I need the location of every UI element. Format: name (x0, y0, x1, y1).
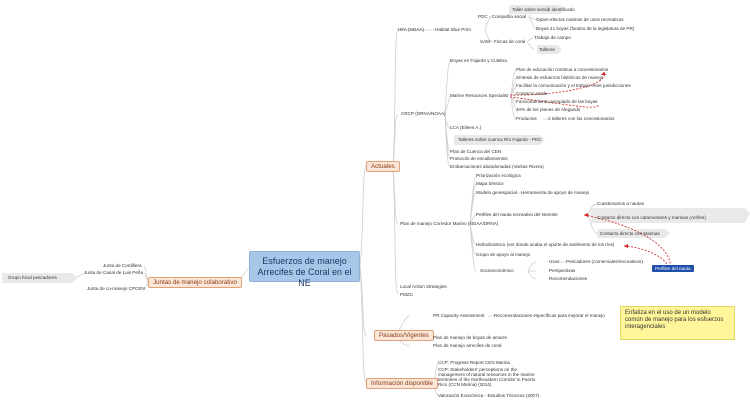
node-contacto-catamaranes[interactable]: Contacto directo con catamoranes y marin… (597, 215, 706, 220)
branch-actuales[interactable]: Actuales (366, 161, 400, 172)
node-usos[interactable]: Usos (549, 259, 560, 264)
node-hidrodinamico[interactable]: Hidrodinámico (ver donde acaba el aporte… (476, 242, 615, 247)
node-perspectivas[interactable]: Perspectivas (549, 268, 576, 273)
node-plan-educacion[interactable]: Plan de educación continua a concesionar… (516, 67, 609, 72)
node-boyas-41[interactable]: Boyas 41 boyas (fondos de la legislatura… (536, 26, 635, 31)
node-junta-cordillera[interactable]: Junta de Cordillera (103, 263, 142, 268)
node-pr-capacity[interactable]: PR Capacity Assessment (433, 313, 485, 318)
node-sintesis[interactable]: Síntesis de esfuerzos históricos de mane… (516, 75, 604, 80)
node-taller-sensib[interactable]: Taller sobre sensib identificado (512, 7, 575, 12)
node-cuestionarios[interactable]: Cuestionarios a nautas (597, 201, 644, 206)
node-trabajo-campo[interactable]: Trabajo de campo (534, 35, 571, 40)
node-crcp[interactable]: CRCP (DRNA/NOAA) (401, 111, 446, 116)
node-plan-boyas[interactable]: Plan de manejo de boyas de amarre (433, 335, 508, 340)
node-embarcaciones[interactable]: Embarcaciones abandonadas (Varitas River… (450, 164, 544, 169)
node-mapa-bentico[interactable]: Mapa béntico (476, 181, 504, 186)
node-habitat-blueprint[interactable]: Habitat Blue Print (435, 27, 471, 32)
node-pdc-compania[interactable]: PDC - Compañía social (478, 14, 526, 19)
node-local-action[interactable]: Local Action Strategies (400, 284, 447, 289)
node-grupo-focal[interactable]: Grupo focal pescadores (8, 275, 57, 280)
node-plan-cuenca[interactable]: Plan de Cuenca del CEN (450, 149, 502, 154)
node-socioeconomico[interactable]: Socioeconómico (480, 268, 514, 273)
sticky-note[interactable]: Enfatiza en el uso de un modelo común de… (620, 306, 735, 340)
node-perfiles-del-nauta-highlight[interactable]: Perfiles del nauta (652, 265, 694, 272)
node-2-talleres[interactable]: 2 talleres con los concesionarios (548, 116, 615, 121)
node-protocolo[interactable]: Protocolo de encallamientos (450, 156, 508, 161)
node-plan-corredor[interactable]: Plan de manejo Corredor Marino (NOAA/DRN… (400, 221, 499, 226)
node-valoracion[interactable]: Valoración Económica - Estudios Técnicos… (438, 393, 540, 398)
node-ccp-progress[interactable]: CCP: Progress Report CEN Marina (438, 360, 510, 365)
node-grupo-apoyo[interactable]: Grupo de apoyo al manejo (476, 252, 531, 257)
root-topic[interactable]: Esfuerzos de manejo Arrecifes de Coral e… (249, 251, 360, 288)
node-priorizacion[interactable]: Priorización ecológica (476, 173, 521, 178)
node-plan-arrecifes[interactable]: Plan de manejo arrecifes de coral (433, 343, 502, 348)
node-sam[interactable]: SAM - Fincas de coral (480, 39, 526, 44)
node-hfa[interactable]: HFA (NOAA) (398, 27, 425, 32)
node-productos[interactable]: Productos (516, 116, 537, 121)
node-ccp-stakeholders[interactable]: CCP: Stakeholders' perceptions on the ma… (438, 367, 536, 387)
node-talleres[interactable]: Talleres (539, 47, 555, 52)
node-opam[interactable]: Opam-efectos marinos de usos recreativos (536, 17, 624, 22)
node-recomendaciones-especificas[interactable]: Recomendaciones específicas para mejorar… (494, 313, 605, 318)
branch-pasados[interactable]: Pasados/Vigentes (374, 330, 434, 341)
node-contacto-marinas[interactable]: Contacto directo con Marinas (600, 231, 660, 236)
node-funcionamiento[interactable]: Funcionamiento apropiado de las boyas (516, 99, 598, 104)
node-40-planes[interactable]: 40% de los planes de Alegando (516, 107, 581, 112)
node-perfiles-nauta[interactable]: Perfiles del nauta recreativo del Norest… (476, 212, 558, 217)
node-junta-comanejo[interactable]: Junta de co-manejo CPCEN (87, 286, 145, 291)
node-lca[interactable]: LCA (Eileen A.) (450, 125, 482, 130)
node-facilitar[interactable]: Facilitar la comunicación y el trabajo e… (516, 83, 631, 88)
node-contacto-verde[interactable]: Contacto Verde (516, 91, 548, 96)
node-boyas-fajardo[interactable]: Boyas en Fajardo y Culebra (450, 58, 507, 63)
node-talleres-rio[interactable]: Talleres sobre cuenca Río Fajardo - PDC (458, 137, 542, 142)
branch-juntas[interactable]: Juntas de manejo colaborativo (148, 277, 242, 288)
root-title-line1: Esfuerzos de manejo (262, 256, 347, 266)
node-marine-resources[interactable]: Marine Resources Specialist (450, 93, 509, 98)
node-junta-canal[interactable]: Junta de Canal de Luis Peña (84, 270, 143, 275)
branch-informacion[interactable]: Información disponible (366, 378, 438, 389)
node-herramienta[interactable]: Herramienta de apoyo de manejo (521, 190, 590, 195)
root-title-line2: Arrecifes de Coral en el NE (257, 267, 352, 288)
node-recomendaciones[interactable]: Recomendaciones (549, 276, 588, 281)
node-pmzc[interactable]: PMZC (400, 292, 414, 297)
node-modelo-geoespacial[interactable]: Modelo geoespacial (476, 190, 517, 195)
node-pescadores[interactable]: Pescadores (comerciales/recreativos) (566, 259, 643, 264)
